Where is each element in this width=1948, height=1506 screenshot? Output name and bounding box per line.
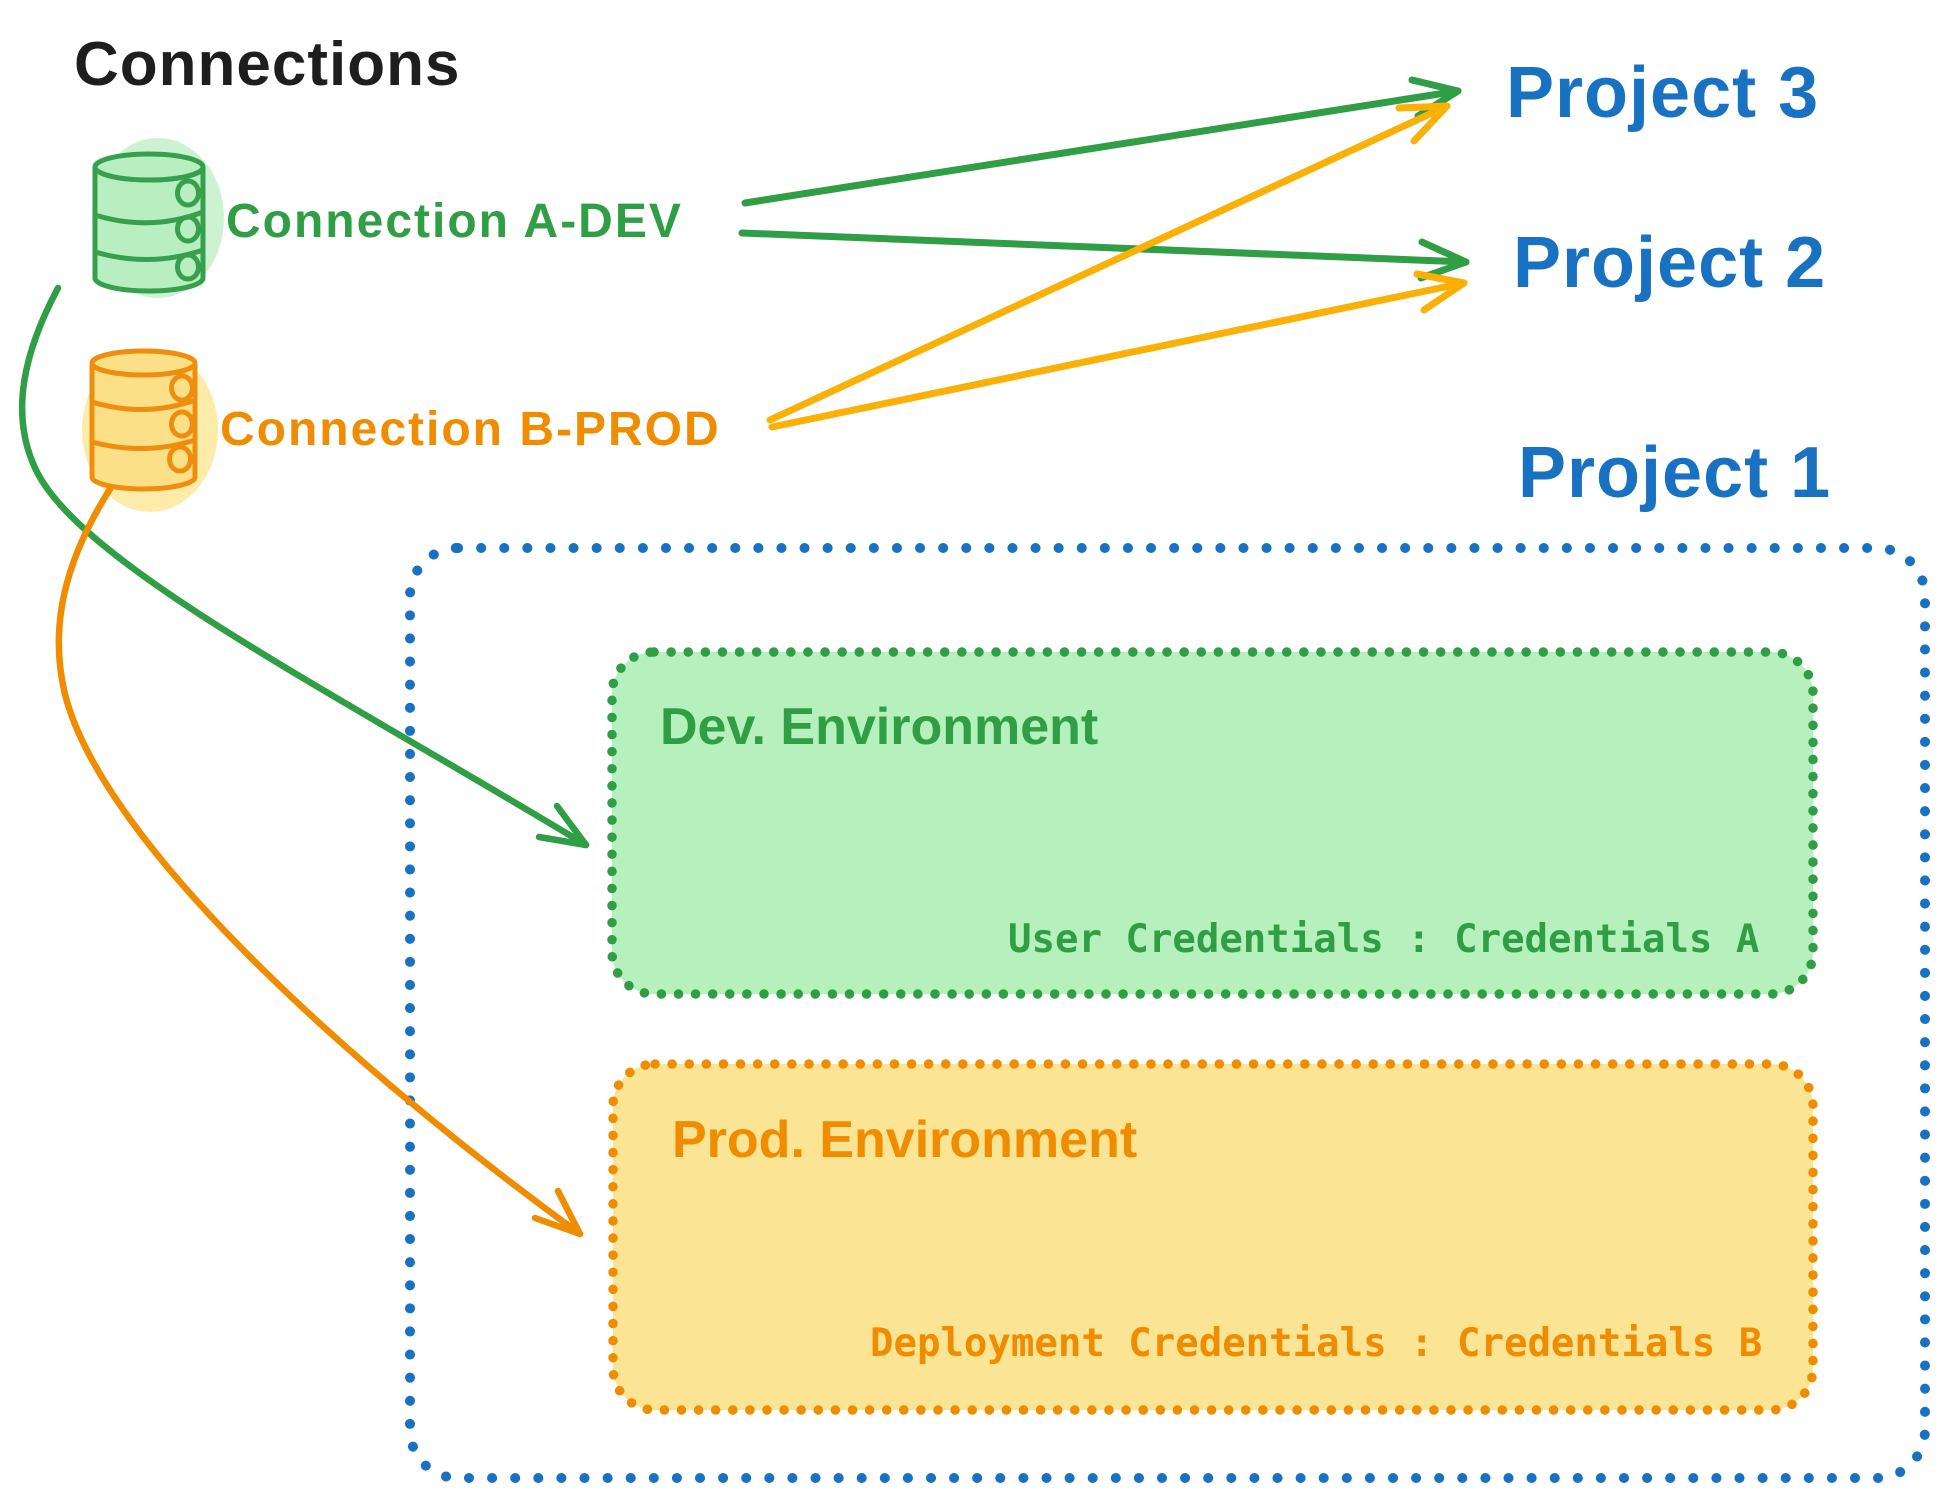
database-icon-a-dev <box>92 138 224 298</box>
project-2-label: Project 2 <box>1513 223 1827 303</box>
project-1-label: Project 1 <box>1518 433 1832 513</box>
project1-box <box>405 543 1930 1483</box>
dev-environment-title: Dev. Environment <box>660 698 1099 756</box>
connection-b-prod-label: Connection B-PROD <box>220 403 721 456</box>
diagram-title: Connections <box>74 30 461 99</box>
arrow-adev-project2 <box>738 229 1470 282</box>
connection-a-dev-label: Connection A-DEV <box>226 195 683 248</box>
project-3-label: Project 3 <box>1506 53 1820 133</box>
arrow-adev-project3 <box>741 76 1462 207</box>
arrow-bprod-prod-environment <box>55 485 584 1238</box>
prod-environment-credentials: Deployment Credentials : Credentials B <box>870 1321 1763 1366</box>
prod-environment-title: Prod. Environment <box>672 1111 1138 1169</box>
arrow-bprod-project3 <box>766 102 1451 424</box>
dev-environment-box <box>607 647 1818 999</box>
arrow-adev-dev-environment <box>18 284 590 849</box>
arrow-bprod-project2 <box>768 270 1468 431</box>
dev-environment-credentials: User Credentials : Credentials A <box>1008 917 1760 962</box>
database-icon-b-prod <box>82 348 218 512</box>
prod-environment-box <box>608 1059 1818 1415</box>
